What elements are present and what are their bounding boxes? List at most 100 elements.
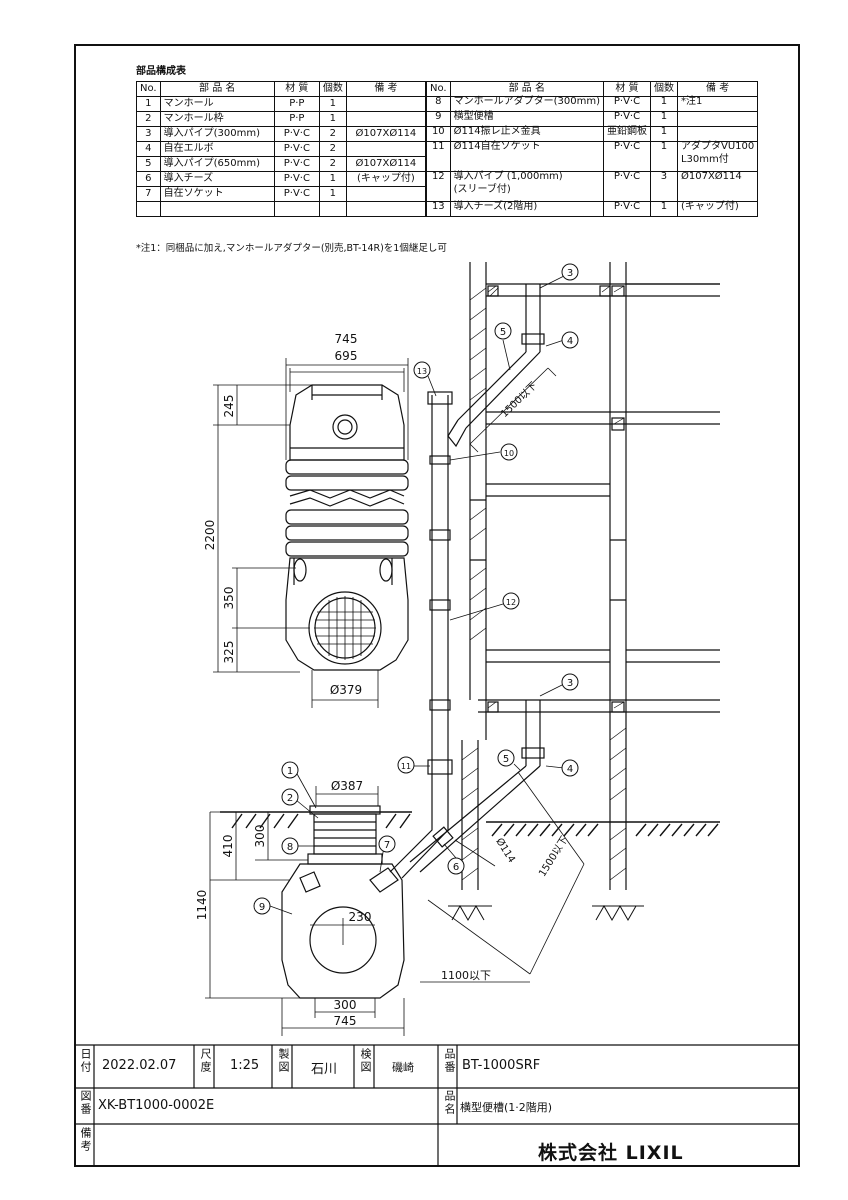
dim-1500b: 1500以下 — [537, 834, 570, 878]
parts-footnote: *注1：同梱品に加え,マンホールアダプター(別売,BT-14R)を1個継足し可 — [136, 243, 447, 254]
tank-grate — [314, 596, 376, 660]
callout-3a: 3 — [567, 268, 573, 279]
dim-387: Ø387 — [331, 779, 363, 793]
callout-6: 6 — [453, 862, 459, 873]
parts-cell-text: マンホールアダプター(300mm) — [453, 96, 600, 107]
parts-row-empty — [136, 201, 427, 217]
parts-cell-text: 横型便槽 — [453, 111, 494, 122]
parts-cell-text: 3 — [660, 171, 668, 182]
foundations — [448, 904, 644, 922]
dim-300-bottom: 300 — [334, 998, 357, 1012]
pipe-vertical — [389, 391, 453, 879]
callout-3b: 3 — [567, 678, 573, 689]
date-value: 2022.02.07 — [102, 1058, 177, 1073]
parts-cell-text: P·V·C — [613, 141, 641, 152]
checked-value: 磯崎 — [392, 1061, 414, 1074]
product-name-value: 横型便槽(1·2階用) — [460, 1101, 553, 1114]
parts-cell-text: Ø114自在ソケット — [453, 141, 541, 152]
parts-cell-text: 1 — [660, 96, 668, 107]
parts-cell-text: 導入パイプ (1,000mm) — [453, 171, 563, 182]
callout-2: 2 — [287, 793, 293, 804]
callout-5b: 5 — [503, 754, 509, 765]
tank-elevation — [285, 384, 409, 671]
parts-cell-text: 8 — [435, 96, 442, 107]
dim-245: 245 — [222, 395, 236, 418]
product-name-label: 品名 — [443, 1090, 456, 1116]
dim-350: 350 — [222, 587, 236, 610]
parts-cell: 導入チーズ(2階用) — [449, 201, 604, 217]
parts-cell: 1 — [649, 141, 678, 172]
parts-cell-text: 11 — [431, 141, 445, 152]
parts-cell-text: Ø107XØ114 — [680, 171, 742, 182]
callout-13: 13 — [417, 367, 427, 376]
dim-230: 230 — [349, 910, 372, 924]
parts-row: 13 導入チーズ(2階用) P·V·C 1 (キャップ付) — [426, 201, 759, 217]
callout-10: 10 — [504, 449, 514, 458]
leader-lines — [269, 275, 565, 915]
parts-cell-text: L30mm付 — [680, 154, 729, 165]
parts-cell-text: 10 — [431, 126, 445, 137]
ground-hatch-right — [486, 821, 720, 837]
dim-745-bottom: 745 — [334, 1014, 357, 1028]
parts-cell — [159, 201, 275, 217]
parts-cell-text: Ø114振レ止メ金具 — [453, 126, 541, 137]
dim-300-v: 300 — [253, 825, 267, 848]
dim-1500a: 1500以下 — [499, 380, 539, 419]
parts-cell-text: 導入チーズ(2階用) — [453, 201, 538, 212]
parts-cell: (キャップ付) — [676, 201, 759, 217]
parts-cell: 導入パイプ (1,000mm) (スリーブ付) — [449, 171, 604, 202]
callout-12: 12 — [506, 598, 516, 607]
right-header-row: No.部 品 名材 質個数備 考 — [426, 81, 759, 97]
dim-695: 695 — [335, 349, 358, 363]
parts-cell-text: 1 — [660, 111, 668, 122]
parts-cell-text: 亜鉛鋼板 — [606, 126, 647, 137]
callout-4a: 4 — [567, 336, 573, 347]
callout-5a: 5 — [500, 327, 506, 338]
parts-row: 12 導入パイプ (1,000mm) (スリーブ付) P·V·C 3 Ø107XØ114 — [426, 171, 759, 202]
parts-cell-text: (スリーブ付) — [453, 184, 511, 195]
dim-pipe-dia: Ø114 — [493, 836, 517, 865]
product-no-value: BT-1000SRF — [462, 1058, 541, 1073]
callout-11: 11 — [401, 762, 411, 771]
callout-9: 9 — [259, 902, 265, 913]
parts-cell-text: P·V·C — [613, 96, 641, 107]
parts-cell-text: P·V·C — [613, 201, 641, 212]
callout-1: 1 — [287, 766, 293, 777]
dim-410: 410 — [221, 835, 235, 858]
callout-8: 8 — [287, 842, 293, 853]
drawn-value: 石川 — [311, 1062, 338, 1077]
parts-cell-text: 1 — [660, 201, 668, 212]
remarks-label: 備考 — [79, 1127, 92, 1153]
building-frame — [461, 262, 720, 890]
parts-cell — [345, 201, 427, 217]
parts-cell-text: 13 — [431, 201, 445, 212]
pipe-1f — [409, 700, 545, 873]
parts-cell-text: P·V·C — [613, 111, 641, 122]
parts-cell: Ø114自在ソケット — [449, 141, 604, 172]
pipe-dimensions — [420, 367, 585, 983]
drawing-frame — [74, 44, 800, 1167]
parts-cell-text: 12 — [431, 171, 445, 182]
dim-1100: 1100以下 — [441, 969, 491, 982]
checked-label: 検図 — [359, 1048, 372, 1074]
tank-section — [281, 805, 405, 999]
dim-2200: 2200 — [203, 520, 217, 551]
parts-cell: Ø107XØ114 — [676, 171, 759, 202]
dim-1140: 1140 — [195, 890, 209, 921]
parts-cell-text: 9 — [435, 111, 442, 122]
parts-cell-text: P·V·C — [613, 171, 641, 182]
drawing-no-value: XK-BT1000-0002E — [98, 1098, 215, 1113]
product-no-label: 品番 — [443, 1048, 456, 1074]
drawn-label: 製図 — [277, 1048, 290, 1074]
parts-cell: P·V·C — [602, 171, 651, 202]
title-block-lines — [74, 1044, 800, 1167]
parts-cell-text: (キャップ付) — [680, 201, 739, 212]
callout-4b: 4 — [567, 764, 573, 775]
